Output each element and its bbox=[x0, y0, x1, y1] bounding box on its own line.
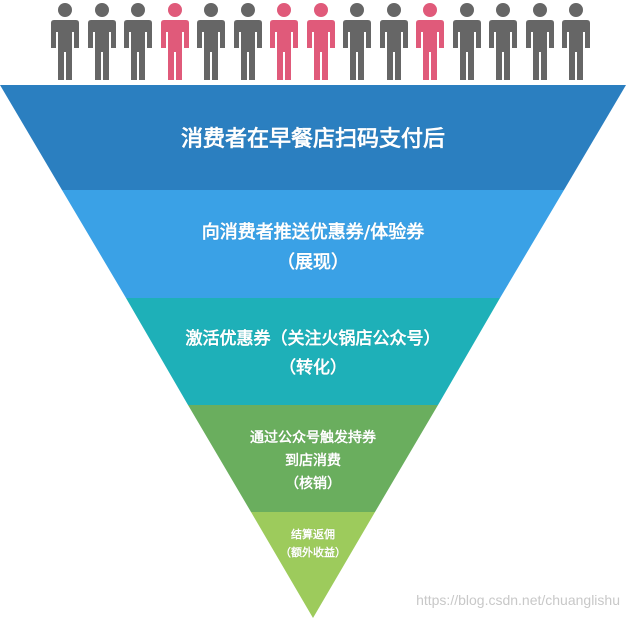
person-icon bbox=[562, 3, 590, 80]
funnel-stage-1 bbox=[0, 85, 626, 190]
person-icon bbox=[233, 3, 262, 80]
stage-5-line-1: 结算返佣 bbox=[291, 528, 335, 541]
stage-2-line-1: 向消费者推送优惠券/体验券 bbox=[201, 222, 425, 243]
stage-1-line-1: 消费者在早餐店扫码支付后 bbox=[180, 127, 445, 152]
stage-3-line-2: （转化） bbox=[279, 358, 347, 378]
funnel-stage-2 bbox=[62, 190, 564, 298]
person-icon bbox=[87, 3, 116, 80]
person-icon bbox=[343, 3, 371, 80]
person-icon bbox=[306, 3, 335, 80]
stage-3-line-1: 激活优惠券（关注火锅店公众号） bbox=[185, 329, 441, 349]
stage-4-line-3: （核销） bbox=[285, 476, 341, 492]
person-icon bbox=[51, 3, 79, 80]
person-icon bbox=[452, 3, 481, 80]
stage-1-label: 消费者在早餐店扫码支付后 bbox=[0, 126, 626, 154]
person-icon bbox=[416, 3, 444, 80]
stage-5-line-2: （额外收益） bbox=[280, 546, 346, 559]
stage-3-label: 激活优惠券（关注火锅店公众号） （转化） bbox=[0, 325, 626, 383]
stage-4-line-1: 通过公众号触发持券 bbox=[250, 430, 376, 446]
person-icon bbox=[197, 3, 225, 80]
stage-2-label: 向消费者推送优惠券/体验券 （展现） bbox=[0, 218, 626, 278]
stage-4-label: 通过公众号触发持券 到店消费 （核销） bbox=[0, 427, 626, 496]
people-row bbox=[0, 0, 626, 82]
person-icon bbox=[525, 3, 554, 80]
person-icon bbox=[270, 3, 298, 80]
person-icon bbox=[124, 3, 152, 80]
person-icon bbox=[160, 3, 189, 80]
person-icon bbox=[489, 3, 517, 80]
stage-4-line-2: 到店消费 bbox=[285, 453, 341, 469]
funnel-stage-3 bbox=[126, 298, 500, 405]
stage-2-line-2: （展现） bbox=[277, 252, 349, 273]
funnel-stage-5 bbox=[251, 512, 375, 618]
funnel-stage-4 bbox=[188, 405, 438, 512]
stage-5-label: 结算返佣 （额外收益） bbox=[0, 526, 626, 562]
person-icon bbox=[379, 3, 408, 80]
watermark: https://blog.csdn.net/chuanglishu bbox=[416, 592, 620, 608]
